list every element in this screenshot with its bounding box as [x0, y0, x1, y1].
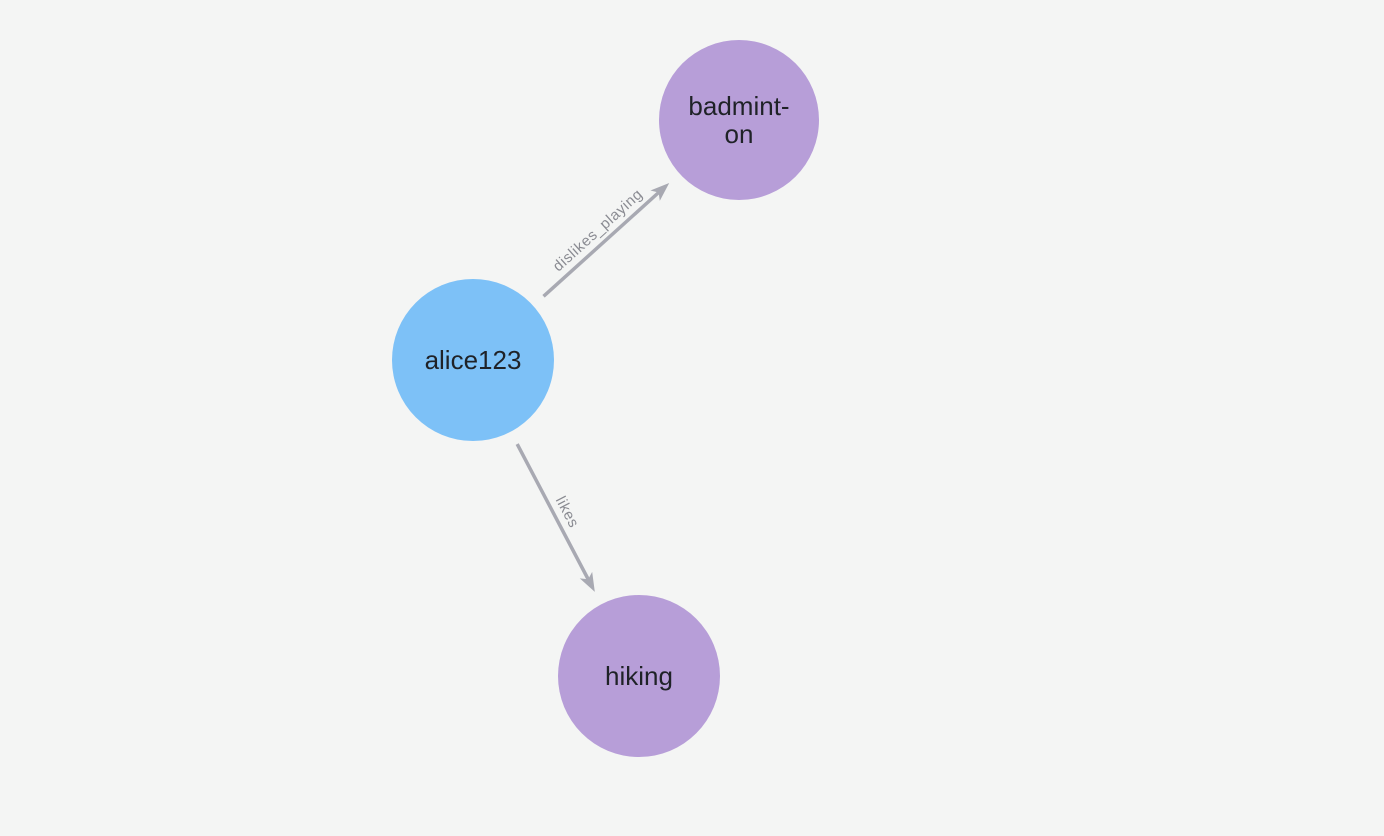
node-circle[interactable] — [392, 279, 554, 441]
graph-edge-dislikes_playing[interactable]: dislikes_playing — [542, 182, 670, 298]
graph-edge-likes[interactable]: likes — [515, 443, 595, 592]
edge-line[interactable] — [542, 190, 661, 298]
node-caption: alice123 — [425, 345, 522, 375]
graph-node-alice123[interactable]: alice123 — [392, 279, 554, 441]
edge-line[interactable] — [515, 443, 591, 581]
graph-node-badminton[interactable]: badmint-on — [659, 40, 819, 200]
node-circle[interactable] — [558, 595, 720, 757]
node-caption: badmint-on — [688, 91, 789, 149]
node-caption: hiking — [605, 661, 673, 691]
edge-arrowhead-icon — [650, 182, 670, 201]
graph-node-hiking[interactable]: hiking — [558, 595, 720, 757]
edge-label[interactable]: dislikes_playing — [550, 186, 647, 275]
edge-label[interactable]: likes — [552, 494, 582, 531]
node-circle[interactable] — [659, 40, 819, 200]
edge-arrowhead-icon — [579, 571, 595, 592]
